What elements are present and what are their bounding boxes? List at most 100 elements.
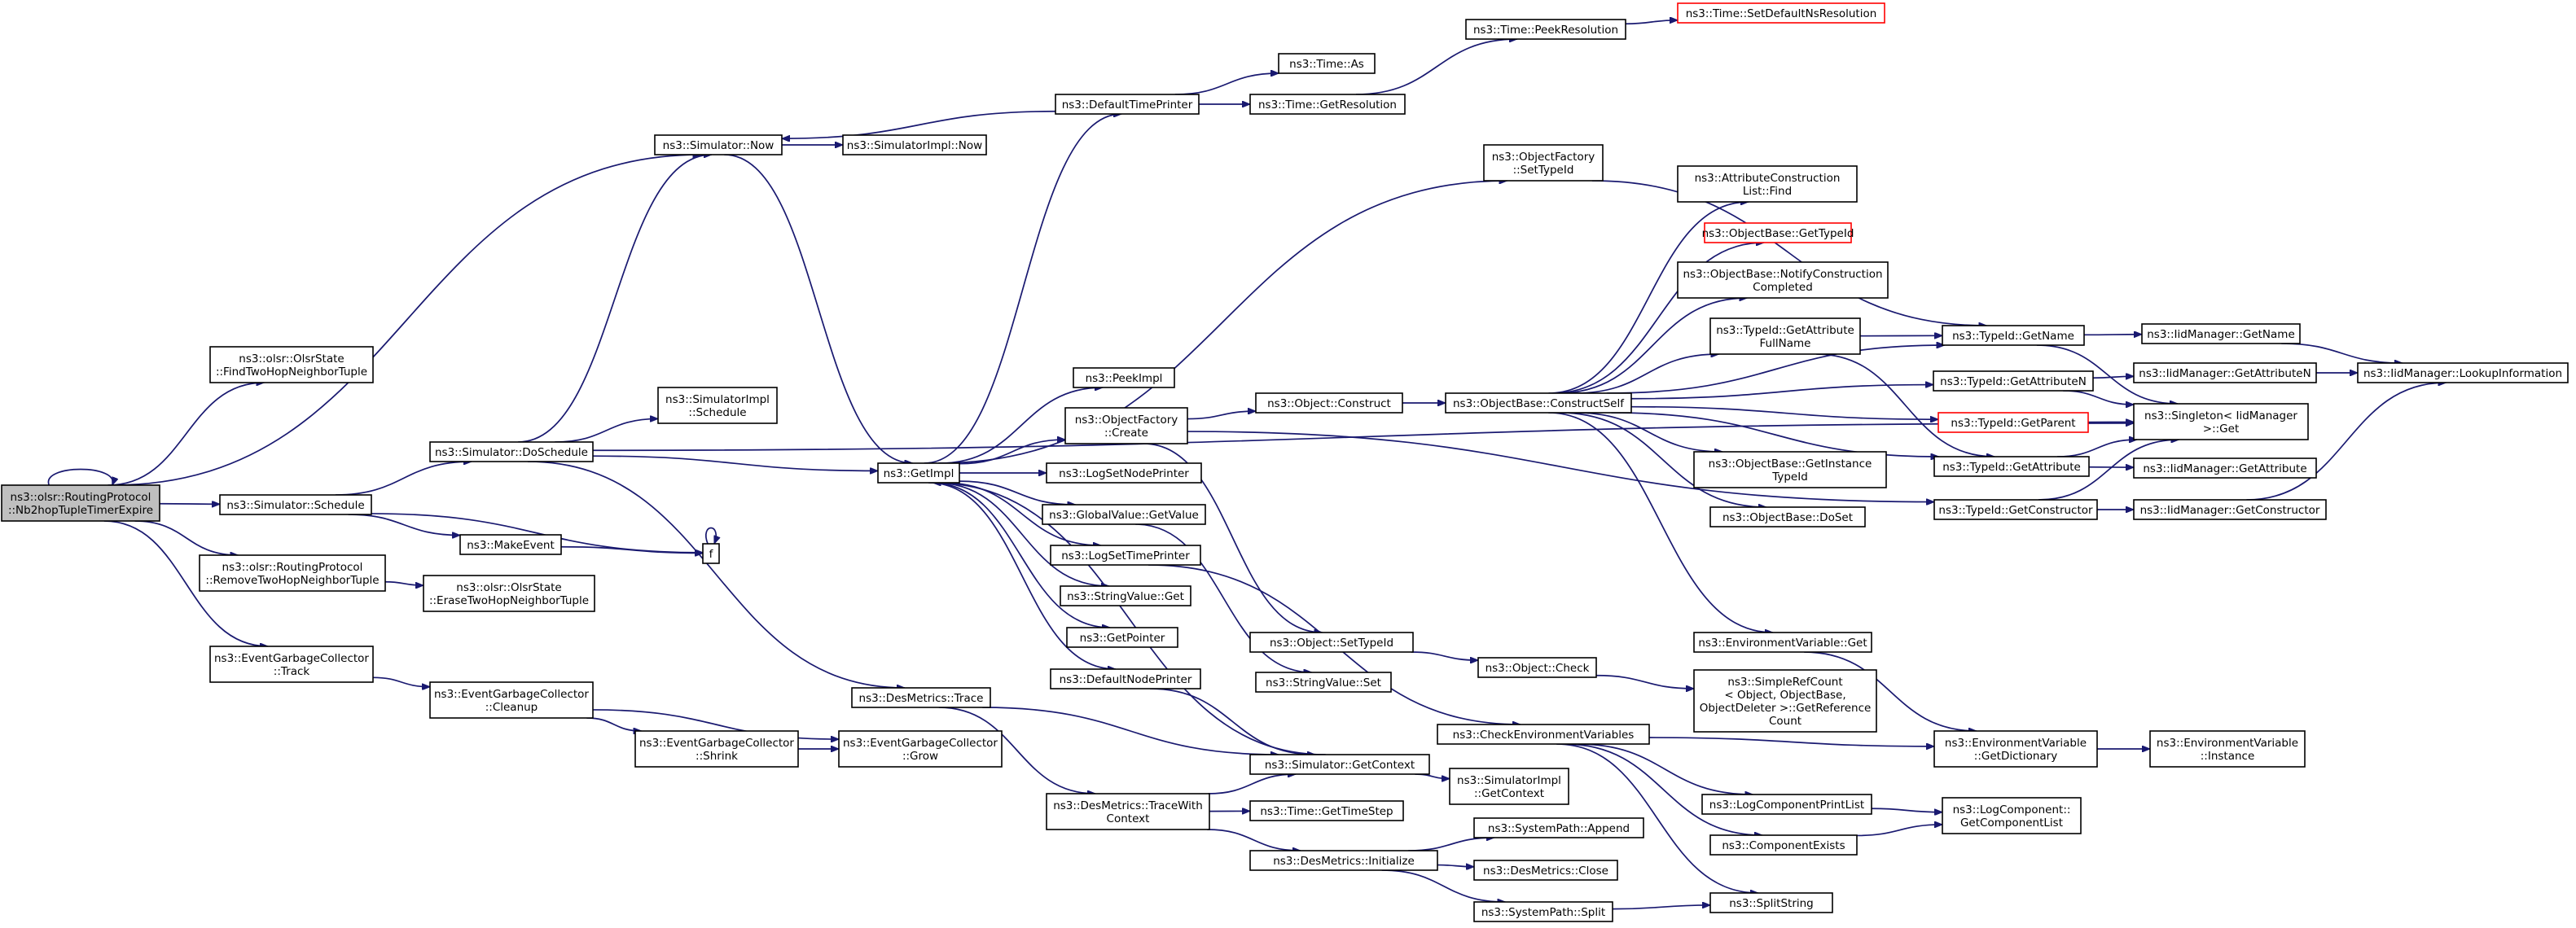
edge-of-set-type-id-to-tid-get-name (1591, 180, 1986, 326)
node-label: ns3::MakeEvent (467, 539, 555, 552)
node-label: ns3::olsr::OlsrState (456, 581, 561, 594)
edge-get-impl-to-of-create (959, 440, 1065, 465)
node-sim-schedule[interactable]: ns3::Simulator::Schedule (219, 494, 372, 515)
node-label: ::GetDictionary (1974, 750, 2057, 763)
edge-des-trace-to-des-trace-ctx (938, 707, 1095, 794)
node-split-string[interactable]: ns3::SplitString (1709, 892, 1833, 913)
node-time-peek-res[interactable]: ns3::Time::PeekResolution (1465, 19, 1626, 40)
node-time-as[interactable]: ns3::Time::As (1278, 53, 1376, 74)
node-root[interactable]: ns3::olsr::RoutingProtocol::Nb2hopTupleT… (1, 484, 160, 522)
node-ob-do-set[interactable]: ns3::ObjectBase::DoSet (1709, 506, 1866, 527)
node-log-comp-print-list[interactable]: ns3::LogComponentPrintList (1701, 794, 1872, 815)
edge-tid-get-attr-full-name-to-tid-get-attribute (1816, 353, 1995, 457)
node-box (1709, 506, 1866, 527)
node-sv-get[interactable]: ns3::StringValue::Get (1060, 585, 1191, 606)
edge-iid-get-name-to-iid-lookup (2281, 343, 2403, 363)
node-des-trace[interactable]: ns3::DesMetrics::Trace (851, 687, 991, 708)
node-label: ns3::LogSetTimePrinter (1061, 549, 1190, 562)
node-tid-get-constructor[interactable]: ns3::TypeId::GetConstructor (1933, 499, 2098, 520)
node-make-event[interactable]: ns3::MakeEvent (459, 534, 562, 555)
node-get-pointer[interactable]: ns3::GetPointer (1066, 627, 1178, 648)
node-log-set-node-printer[interactable]: ns3::LogSetNodePrinter (1046, 462, 1202, 484)
node-time-get-res[interactable]: ns3::Time::GetResolution (1249, 94, 1406, 115)
node-def-time-printer[interactable]: ns3::DefaultTimePrinter (1055, 94, 1200, 115)
node-egc-grow[interactable]: ns3::EventGarbageCollector::Grow (838, 730, 1003, 768)
node-sv-set[interactable]: ns3::StringValue::Set (1255, 672, 1392, 693)
node-sim-now[interactable]: ns3::Simulator::Now (654, 134, 783, 155)
node-check-env-vars[interactable]: ns3::CheckEnvironmentVariables (1437, 724, 1650, 745)
node-label: ::FindTwoHopNeighborTuple (216, 366, 367, 379)
node-tid-get-name[interactable]: ns3::TypeId::GetName (1942, 325, 2085, 346)
edge-obj-set-type-id-to-obj-check (1411, 651, 1478, 660)
node-of-create[interactable]: ns3::ObjectFactory::Create (1064, 407, 1188, 444)
node-sp-append[interactable]: ns3::SystemPath::Append (1473, 817, 1644, 838)
node-of-set-type-id[interactable]: ns3::ObjectFactory::SetTypeId (1483, 144, 1604, 182)
node-sim-get-context[interactable]: ns3::Simulator::GetContext (1249, 754, 1430, 775)
node-sim-impl-get-context[interactable]: ns3::SimulatorImpl::GetContext (1449, 768, 1569, 805)
node-env-get[interactable]: ns3::EnvironmentVariable::Get (1693, 632, 1872, 653)
node-label: ::Grow (902, 750, 938, 763)
node-log-comp-get-list[interactable]: ns3::LogComponent::GetComponentList (1942, 797, 2082, 834)
node-label: ns3::olsr::RoutingProtocol (222, 561, 363, 574)
node-iid-get-attribute[interactable]: ns3::IidManager::GetAttribute (2133, 457, 2317, 479)
edge-check-env-vars-to-log-comp-print-list (1577, 743, 1753, 794)
node-env-instance[interactable]: ns3::EnvironmentVariable::Instance (2149, 730, 2306, 768)
node-box (1709, 317, 1861, 355)
node-singleton-get[interactable]: ns3::Singleton< IidManager>::Get (2133, 403, 2309, 440)
node-iid-get-attribute-n[interactable]: ns3::IidManager::GetAttributeN (2133, 362, 2317, 383)
node-des-init[interactable]: ns3::DesMetrics::Initialize (1249, 850, 1438, 871)
node-label: ::GetContext (1474, 787, 1544, 800)
node-time-get-time-step[interactable]: ns3::Time::GetTimeStep (1249, 800, 1404, 821)
node-sp-split[interactable]: ns3::SystemPath::Split (1473, 901, 1613, 922)
node-sim-do-schedule[interactable]: ns3::Simulator::DoSchedule (429, 441, 594, 462)
node-egc-shrink[interactable]: ns3::EventGarbageCollector::Shrink (634, 730, 799, 768)
node-box (2357, 362, 2569, 383)
node-env-get-dict[interactable]: ns3::EnvironmentVariable::GetDictionary (1933, 730, 2098, 768)
node-get-impl[interactable]: ns3::GetImpl (877, 462, 960, 484)
node-label: ns3::Object::SetTypeId (1270, 637, 1393, 650)
node-peek-impl[interactable]: ns3::PeekImpl (1073, 367, 1175, 388)
node-box (1046, 793, 1210, 830)
node-remove-two-hop[interactable]: ns3::olsr::RoutingProtocol::RemoveTwoHop… (199, 554, 386, 592)
node-egc-track[interactable]: ns3::EventGarbageCollector::Track (209, 646, 374, 683)
node-def-node-printer[interactable]: ns3::DefaultNodePrinter (1050, 668, 1201, 689)
node-box (1933, 370, 2094, 392)
node-comp-exists[interactable]: ns3::ComponentExists (1709, 834, 1858, 856)
node-iid-get-name[interactable]: ns3::IidManager::GetName (2141, 323, 2301, 344)
node-obj-set-type-id[interactable]: ns3::Object::SetTypeId (1249, 632, 1414, 653)
node-box (634, 730, 799, 768)
node-label: ns3::DefaultTimePrinter (1062, 98, 1193, 112)
node-iid-get-constructor[interactable]: ns3::IidManager::GetConstructor (2133, 499, 2327, 520)
edge-log-comp-print-list-to-log-comp-get-list (1871, 808, 1942, 812)
node-obj-construct[interactable]: ns3::Object::Construct (1255, 392, 1403, 414)
node-tid-get-attribute-n[interactable]: ns3::TypeId::GetAttributeN (1933, 370, 2094, 392)
node-des-close[interactable]: ns3::DesMetrics::Close (1473, 860, 1618, 881)
node-time-set-def-ns[interactable]: ns3::Time::SetDefaultNsResolution (1677, 2, 1885, 24)
node-egc-cleanup[interactable]: ns3::EventGarbageCollector::Cleanup (429, 681, 594, 719)
node-label: TypeId (1771, 471, 1808, 484)
node-iid-lookup[interactable]: ns3::IidManager::LookupInformation (2357, 362, 2569, 383)
node-ob-notify[interactable]: ns3::ObjectBase::NotifyConstructionCompl… (1677, 261, 1889, 299)
edge-iid-get-constructor-to-iid-lookup (2246, 383, 2446, 501)
node-gv-get-value[interactable]: ns3::GlobalValue::GetValue (1042, 504, 1206, 525)
node-sim-impl-schedule[interactable]: ns3::SimulatorImpl::Schedule (657, 387, 778, 424)
edge-ob-construct-self-to-tid-get-attr-full-name (1574, 354, 1718, 394)
node-find-two-hop[interactable]: ns3::olsr::OlsrState::FindTwoHopNeighbor… (209, 346, 374, 383)
node-simple-ref-count[interactable]: ns3::SimpleRefCount< Object, ObjectBase,… (1693, 669, 1877, 733)
node-log-set-time-printer[interactable]: ns3::LogSetTimePrinter (1050, 545, 1201, 566)
node-ob-construct-self[interactable]: ns3::ObjectBase::ConstructSelf (1445, 392, 1632, 414)
node-box (657, 387, 778, 424)
node-obj-check[interactable]: ns3::Object::Check (1477, 657, 1597, 678)
node-sim-impl-now[interactable]: ns3::SimulatorImpl::Now (842, 134, 987, 155)
node-f[interactable]: f (702, 543, 720, 564)
node-tid-get-attribute[interactable]: ns3::TypeId::GetAttribute (1933, 456, 2090, 477)
node-tid-get-parent[interactable]: ns3::TypeId::GetParent (1937, 412, 2089, 433)
node-label: ns3::Time::GetTimeStep (1260, 805, 1393, 818)
node-erase-two-hop[interactable]: ns3::olsr::OlsrState::EraseTwoHopNeighbo… (423, 575, 595, 612)
node-ob-get-type-id[interactable]: ns3::ObjectBase::GetTypeId (1702, 222, 1854, 243)
edge-get-impl-to-of-set-type-id (938, 181, 1507, 464)
